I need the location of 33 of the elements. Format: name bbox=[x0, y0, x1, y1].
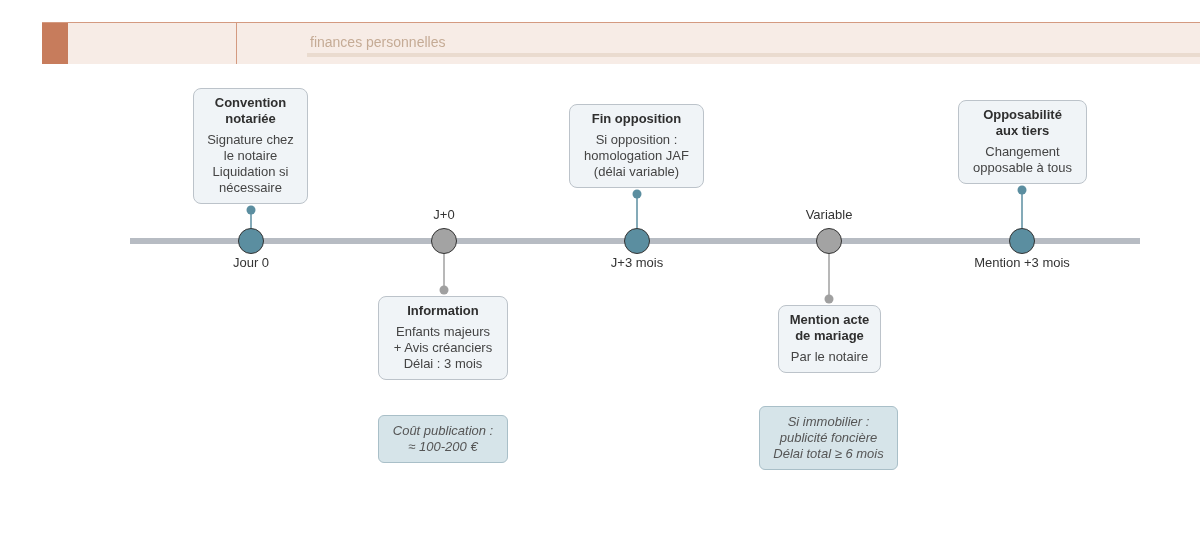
milestone-circle bbox=[431, 228, 457, 254]
milestone-circle bbox=[624, 228, 650, 254]
card-title: Mention acte de mariage bbox=[788, 312, 871, 344]
date-label: Mention +3 mois bbox=[974, 255, 1070, 270]
milestone-circle bbox=[1009, 228, 1035, 254]
connector-stem bbox=[632, 189, 642, 229]
date-label: J+3 mois bbox=[610, 255, 664, 270]
milestone-circle bbox=[238, 228, 264, 254]
milestone-card bbox=[569, 104, 704, 188]
card-text: Par le notaire bbox=[789, 349, 870, 365]
card-title: Fin opposition bbox=[590, 111, 683, 127]
card-text: Changement opposable à tous bbox=[972, 144, 1073, 176]
card-text: Signature chez le notaire Liquidation si nécessaire bbox=[206, 132, 295, 196]
card-text: Si opposition : homologation JAF (délai variable) bbox=[583, 132, 690, 180]
connector-stem bbox=[439, 253, 449, 295]
milestone-card bbox=[778, 305, 881, 373]
note-card: Coût publication : ≈ 100-200 € bbox=[378, 415, 508, 463]
card-title: Opposabilité aux tiers bbox=[982, 107, 1063, 139]
card-title: Convention notariée bbox=[213, 95, 288, 127]
card-title: Information bbox=[406, 303, 480, 319]
date-label: Jour 0 bbox=[232, 255, 270, 270]
date-label: Variable bbox=[805, 207, 853, 222]
card-text: Enfants majeurs + Avis créanciers Délai : 3 mois bbox=[392, 324, 494, 372]
connector-stem bbox=[246, 205, 256, 229]
header-subtitle: finances personnelles bbox=[310, 34, 446, 50]
connector-stem bbox=[824, 253, 834, 304]
milestone-circle bbox=[816, 228, 842, 254]
connector-stem bbox=[1017, 185, 1027, 229]
note-card: Si immobilier : publicité foncière Délai total ≥ 6 mois bbox=[759, 406, 898, 470]
milestone-card bbox=[378, 296, 508, 380]
date-label: J+0 bbox=[433, 207, 455, 222]
milestone-card bbox=[193, 88, 308, 204]
milestone-card bbox=[958, 100, 1087, 184]
